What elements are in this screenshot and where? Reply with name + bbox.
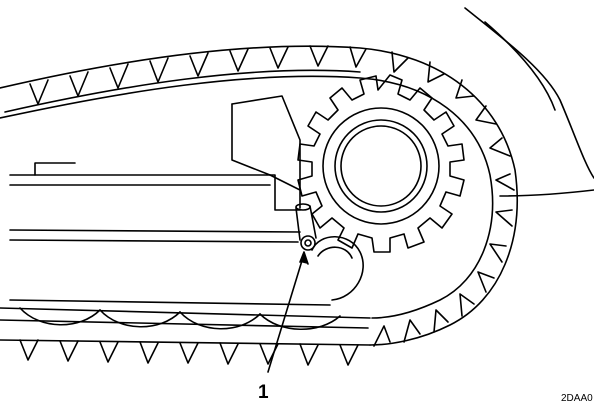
- frame-outline: [464, 7, 594, 197]
- sprocket-hub-outer: [322, 107, 440, 225]
- grease-fitting: [295, 203, 317, 251]
- callout-leader-line: [267, 251, 309, 373]
- figure-code: 2DAA0: [561, 393, 593, 403]
- upper-tread-lugs: [29, 45, 515, 347]
- drive-sprocket: [297, 74, 465, 253]
- track-rollers: [19, 307, 341, 331]
- callout-number: 1: [258, 382, 269, 403]
- sprocket-bracket: [231, 95, 301, 209]
- sprocket-hub-middle: [334, 119, 428, 213]
- sprocket-hub-inner: [340, 125, 422, 207]
- track-belt: [0, 45, 518, 346]
- track-frame: [9, 103, 331, 306]
- idler-wheel: [311, 236, 364, 301]
